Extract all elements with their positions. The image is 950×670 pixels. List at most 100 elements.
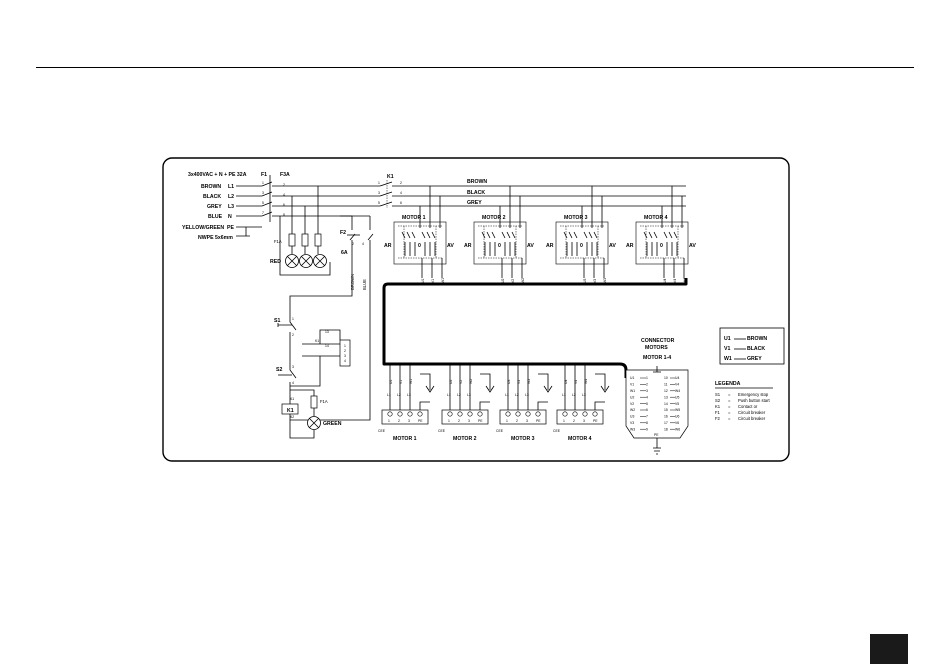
label-av: AV (689, 243, 696, 249)
svg-text:4: 4 (646, 395, 648, 399)
svg-text:BLACK: BLACK (747, 346, 765, 352)
connector-subtitle: MOTORS (645, 345, 668, 351)
label-zero: 0 (498, 243, 501, 249)
label-zero: 0 (660, 243, 663, 249)
svg-text:BROWN: BROWN (747, 336, 767, 342)
svg-text:5: 5 (646, 402, 648, 406)
svg-text:K1: K1 (315, 339, 319, 343)
svg-text:8: 8 (283, 213, 285, 217)
svg-text:U1: U1 (724, 336, 731, 342)
legend-code: F1 (715, 410, 721, 415)
f1-rating: F3A (280, 172, 290, 178)
s2-label: S2 (276, 367, 282, 373)
legend-item: S2=Push button start (715, 398, 770, 403)
plug-terminal-label: W3 (527, 379, 531, 384)
svg-text:16: 16 (664, 415, 668, 419)
legend-eq: = (728, 410, 731, 415)
wire-color-box: U1 BROWN V1 BLACK W1 GREY (719, 327, 785, 365)
connector-title: CONNECTOR (641, 338, 675, 344)
plug-pin-label: PE (593, 419, 598, 423)
svg-text:10: 10 (664, 376, 668, 380)
phase-line: L3 (228, 204, 234, 210)
vertical-label-blue: BLUE (362, 279, 367, 290)
plug-terminal-label: V4 (574, 380, 578, 384)
switch-drops (419, 186, 683, 228)
svg-text:3: 3 (646, 389, 648, 393)
svg-text:5: 5 (378, 201, 380, 205)
svg-text:K1: K1 (287, 408, 294, 414)
connector-pin-right: V5 (675, 402, 679, 406)
svg-text:7: 7 (646, 415, 648, 419)
terminal-label: W1 (441, 278, 445, 283)
f2-name: F2 (340, 230, 346, 236)
plug-line-label: L3 (525, 393, 529, 397)
plug-terminal-label: W4 (584, 379, 588, 384)
svg-text:2: 2 (646, 383, 648, 387)
terminal-label: V4 (673, 279, 677, 283)
plug-pin-label: 3 (526, 419, 528, 423)
svg-text:14: 14 (325, 344, 329, 348)
svg-text:1: 1 (344, 344, 346, 348)
legend-eq: = (728, 398, 731, 403)
svg-text:4: 4 (362, 242, 364, 246)
svg-text:3: 3 (378, 191, 380, 195)
label-ar: AR (464, 243, 472, 249)
plug-motor-label: MOTOR 3 (511, 436, 535, 442)
plug-line-label: L3 (407, 393, 411, 397)
lamp-fuse-label: F1A (274, 239, 282, 244)
legend-title: LEGENDA (715, 381, 741, 387)
plug-pin-label: 3 (468, 419, 470, 423)
phase-color: GREY (207, 204, 222, 210)
k1-coil: K1 A1 A2 (281, 397, 299, 420)
svg-text:V1: V1 (724, 346, 730, 352)
connector-pin-right: W6 (675, 427, 680, 431)
green-fuse-label: F1A (320, 399, 328, 404)
legend-desc: Push button start (738, 398, 770, 403)
s1-label: S1 (274, 318, 280, 324)
f1-breaker: 24 68 13 57 (261, 175, 285, 222)
label-zero: 0 (418, 243, 421, 249)
diagram-frame (162, 157, 790, 462)
motor-switch-title: MOTOR 2 (482, 215, 506, 221)
connector-pin-left: V3 (630, 421, 634, 425)
terminal-label: V3 (593, 279, 597, 283)
plug-terminal-label: V1 (399, 380, 403, 384)
label-ar: AR (626, 243, 634, 249)
svg-text:A2: A2 (290, 415, 294, 419)
motor-bus (392, 185, 686, 207)
plug-motor-label: MOTOR 1 (393, 436, 417, 442)
plug-line-label: L1 (562, 393, 566, 397)
plug-pin-label: 1 (388, 419, 390, 423)
plug-cee-label: CEE (553, 429, 561, 433)
terminal-label: U4 (663, 279, 667, 283)
plug-line-label: L1 (447, 393, 451, 397)
plug-terminal-label: U2 (449, 380, 453, 384)
svg-text:2: 2 (344, 349, 346, 353)
f1-name: F1 (261, 172, 267, 178)
label-ar: AR (546, 243, 554, 249)
vertical-label-brown: BROWN (350, 274, 355, 290)
svg-text:4: 4 (344, 359, 346, 363)
connector-pin-left: W2 (630, 408, 635, 412)
terminal-label: W3 (603, 278, 607, 283)
phase-color: BLUE (208, 214, 223, 220)
plug-pin-label: 1 (448, 419, 450, 423)
label-av: AV (447, 243, 454, 249)
svg-text:4: 4 (292, 381, 294, 385)
connector-pin-left: U1 (630, 376, 634, 380)
top-rule (36, 67, 914, 68)
phase-line: N (228, 214, 232, 220)
output-bus (382, 278, 688, 378)
plug-cee-label: CEE (378, 429, 386, 433)
connector-pin-left: U2 (630, 395, 634, 399)
plug-cee-label: CEE (496, 429, 504, 433)
svg-text:4: 4 (283, 193, 285, 197)
plug-pin-label: 2 (573, 419, 575, 423)
legend-desc: Emergency stop (738, 392, 769, 397)
k1-contactor: 135 246 (378, 180, 402, 208)
svg-text:2: 2 (352, 242, 354, 246)
svg-text:3: 3 (344, 354, 346, 358)
